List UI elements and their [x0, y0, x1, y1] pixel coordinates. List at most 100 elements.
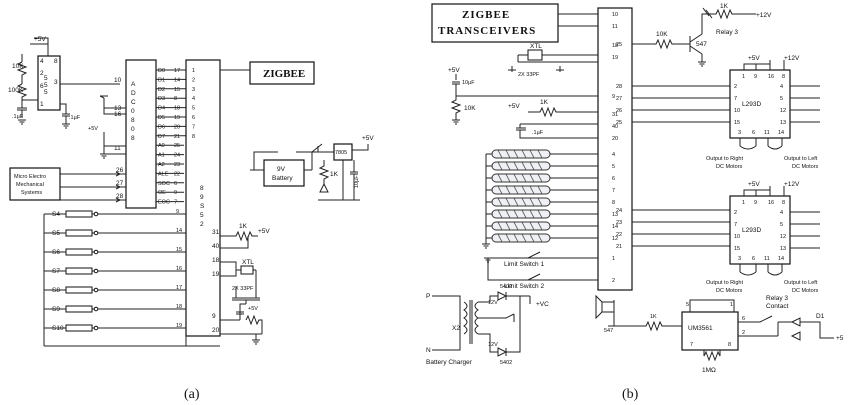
coil-turn-4-3 [521, 197, 527, 207]
switch-node-1 [93, 230, 99, 236]
switch-node-3 [93, 268, 99, 274]
l293d-2-label: L293D [742, 227, 761, 234]
r-1k-label-b: 1K [540, 99, 549, 106]
coil-turn-0-4 [529, 149, 535, 159]
coil-turn-4-4 [529, 197, 535, 207]
l293b-top-pin-0: 1 [742, 200, 745, 206]
relay-contact-label-2: Contact [766, 303, 789, 310]
mcu-sw-pin-3: 16 [176, 266, 182, 272]
zigbee-left-pin-4: 9 [612, 94, 615, 100]
switch-s6 [65, 248, 93, 256]
switch-node-2 [93, 249, 99, 255]
coil-turn-7-2 [513, 233, 519, 243]
adc-out-pin-6: 20 [174, 124, 180, 130]
mcu-sw-pin-4: 17 [176, 285, 182, 291]
mcu-name-2: S [200, 203, 205, 210]
coil-turn-3-3 [521, 185, 527, 195]
ne555-label-1: 5 [44, 75, 48, 82]
um3561-pin-5: 5 [686, 302, 689, 308]
mcu-name-1: 9 [200, 194, 204, 201]
relay-12v-label: +12V [756, 12, 772, 19]
zigbee-left-pin-17: 2 [612, 278, 615, 284]
adc-out-label-7: D7 [158, 134, 165, 140]
mcu-left-pin-1: 2 [192, 77, 195, 83]
adc-name-5: 0 [131, 126, 135, 133]
zigbee-left-pin-15: 12 [612, 236, 618, 242]
coil-turn-3-2 [513, 185, 519, 195]
r-1k-vcc-label: +5V [258, 228, 270, 235]
ne555-pin-2: 2 [40, 70, 44, 77]
coil-turn-2-3 [521, 173, 527, 183]
coil-turn-3-1 [505, 185, 511, 195]
l293b-left-pin-3: 15 [734, 246, 740, 252]
l293d-1-out-right-2: DC Motors [716, 164, 743, 170]
adc-out-label-5: D5 [158, 115, 165, 121]
l293b-top-pin-2: 16 [768, 200, 774, 206]
coil-turn-5-2 [513, 209, 519, 219]
coil-turn-2-1 [505, 173, 511, 183]
switch-node-6 [93, 325, 99, 331]
crystal-xtl-b [527, 49, 543, 61]
diode-5402-a: 5402 [500, 284, 512, 290]
regulator-label: 7805 [335, 150, 347, 156]
charger-n-label: N [426, 347, 431, 354]
coil-turn-5-3 [521, 209, 527, 219]
adc-out-pin-8: 25 [174, 143, 180, 149]
ne555-chip [37, 55, 61, 111]
l293b-right-pin-2: 12 [780, 234, 786, 240]
cap-10uf-label-b: 10µF [462, 80, 475, 86]
l293a-right-pin-3: 13 [780, 120, 786, 126]
l293d-1-12v: +12V [784, 55, 800, 62]
r-1k-label-led: 1K [330, 171, 339, 178]
l293a-left-pin-2: 10 [734, 108, 740, 114]
coil-turn-0-0 [497, 149, 503, 159]
l293a-bottom-pin-1: 6 [752, 130, 755, 136]
limit-switch-2-label: Limit Switch 2 [504, 283, 544, 290]
zigbee-left-pin-7: 20 [612, 136, 618, 142]
coil-turn-0-3 [521, 149, 527, 159]
adc-out-pin-10: 23 [174, 162, 180, 168]
coil-turn-4-0 [497, 197, 503, 207]
um3561-pin-7: 7 [690, 342, 693, 348]
l293a-supply-lines [743, 60, 785, 70]
l293b-bottom-pin-0: 3 [738, 256, 741, 262]
adc-out-pin-5: 19 [174, 115, 180, 121]
transistor-547-label-b: 547 [696, 41, 707, 48]
coil-turn-5-4 [529, 209, 535, 219]
l293b-output-lines [739, 264, 783, 276]
adc-name-1: D [131, 90, 136, 97]
l293b-left-pin-0: 2 [734, 210, 737, 216]
battery-label-1: 9V [277, 166, 286, 173]
mcu-pin-18: 18 [212, 257, 220, 264]
adc-name-0: A [131, 81, 136, 88]
zigbee-left-pin-10: 6 [612, 176, 615, 182]
l293b-top-pin-3: 8 [782, 200, 785, 206]
l293a-right-pin-2: 12 [780, 108, 786, 114]
caps-33pf-label-b: 2X 33PF [518, 72, 540, 78]
adc-out-pin-4: 18 [174, 106, 180, 112]
cap-10uf-label-a: 10µF [354, 175, 360, 188]
siren-transistor-label: 547 [604, 328, 613, 334]
battery-9v [263, 159, 305, 187]
adc-out-label-11: ALE [158, 171, 169, 177]
adc-name-2: C [131, 99, 136, 106]
limit-switches: Limit Switch 1 Limit Switch 2 [484, 251, 598, 290]
mcu-name-4: 2 [200, 221, 204, 228]
ne555-pin-1: 1 [40, 101, 44, 108]
adc-out-pin-11: 22 [174, 171, 180, 177]
coil-turn-1-1 [505, 161, 511, 171]
adc-out-pin-7: 21 [174, 134, 180, 140]
l293a-bottom-pin-2: 11 [764, 130, 770, 136]
zigbee-left-pin-9: 5 [612, 164, 615, 170]
coil-turn-7-0 [497, 233, 503, 243]
charger-p-label: P [426, 293, 430, 300]
limit-switch-1-label: Limit Switch 1 [504, 261, 544, 268]
switch-node-4 [93, 287, 99, 293]
mems-sensor: Micro Electro Mechanical Systems [9, 167, 61, 201]
zigbee-right-pin-4: 25 [616, 120, 622, 126]
l293d-2-12v: +12V [784, 181, 800, 188]
